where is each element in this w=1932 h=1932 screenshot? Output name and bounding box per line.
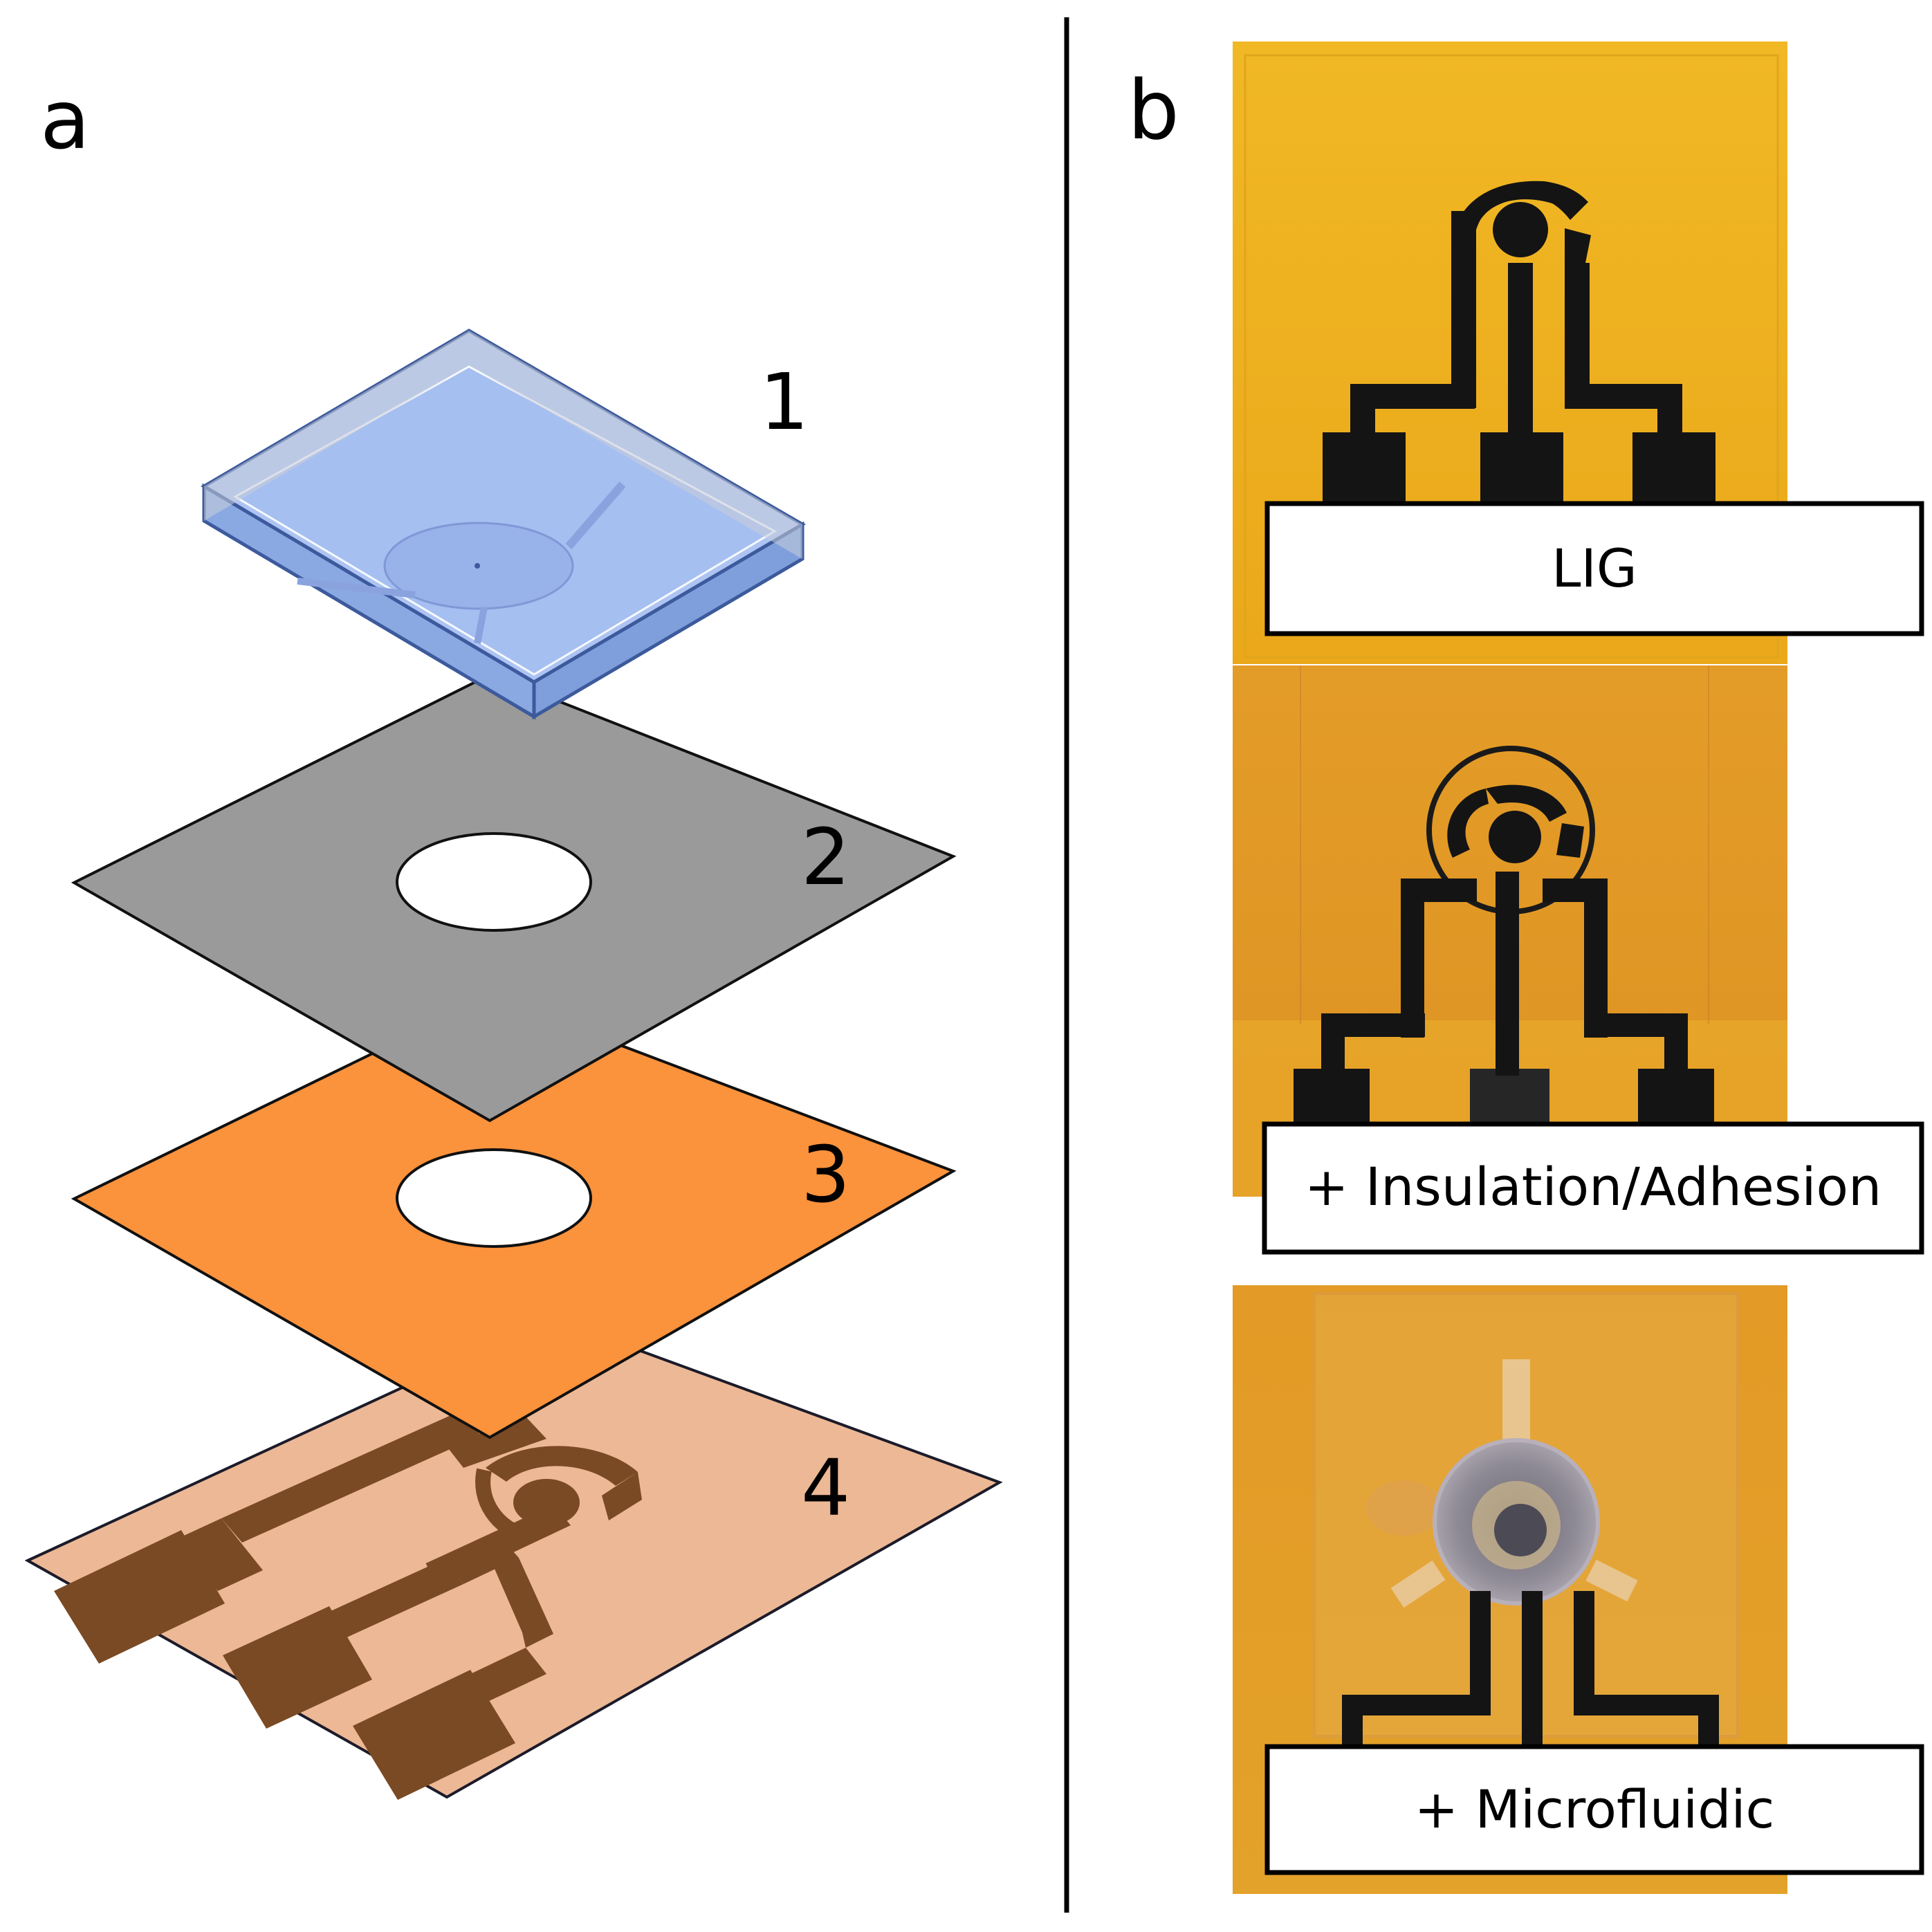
- layer-3-number: 3: [801, 1130, 850, 1220]
- photo-lig-counter-electrode: [1452, 181, 1556, 297]
- layer-4-number: 4: [801, 1444, 850, 1534]
- panel-a: a 4: [24, 72, 1003, 1800]
- photo-lig-working-electrode: [1493, 202, 1548, 257]
- layer-3-hole: [396, 1148, 592, 1248]
- panel-a-label: a: [40, 72, 90, 167]
- photo-lig: LIG: [1233, 42, 1924, 664]
- photo-lig-caption: LIG: [1552, 537, 1637, 599]
- layer-2-hole: [396, 832, 592, 932]
- photo-microfluidic: + Microfluidic: [1233, 1285, 1924, 1894]
- panel-b: b LIG: [1128, 42, 1924, 1894]
- layer-4-working-electrode: [513, 1479, 580, 1526]
- layer-4-substrate: 4: [24, 1316, 1003, 1800]
- photo-insulation-caption: + Insulation/Adhesion: [1305, 1156, 1882, 1217]
- layer-2-insulation: 2: [71, 672, 957, 1123]
- layer-1-microfluidic: 1: [201, 329, 809, 720]
- layer-2-number: 2: [801, 813, 850, 903]
- photo-insulation-adhesion: + Insulation/Adhesion: [1233, 665, 1924, 1255]
- photo-lig-electrodes: [1323, 211, 1715, 512]
- layer-3-adhesion: 3: [71, 994, 957, 1439]
- layer-4-counter-electrode: [486, 1446, 642, 1520]
- panel-b-label: b: [1128, 62, 1179, 158]
- layer-1-number: 1: [760, 358, 809, 448]
- photo-microfluidic-caption: + Microfluidic: [1415, 1778, 1775, 1840]
